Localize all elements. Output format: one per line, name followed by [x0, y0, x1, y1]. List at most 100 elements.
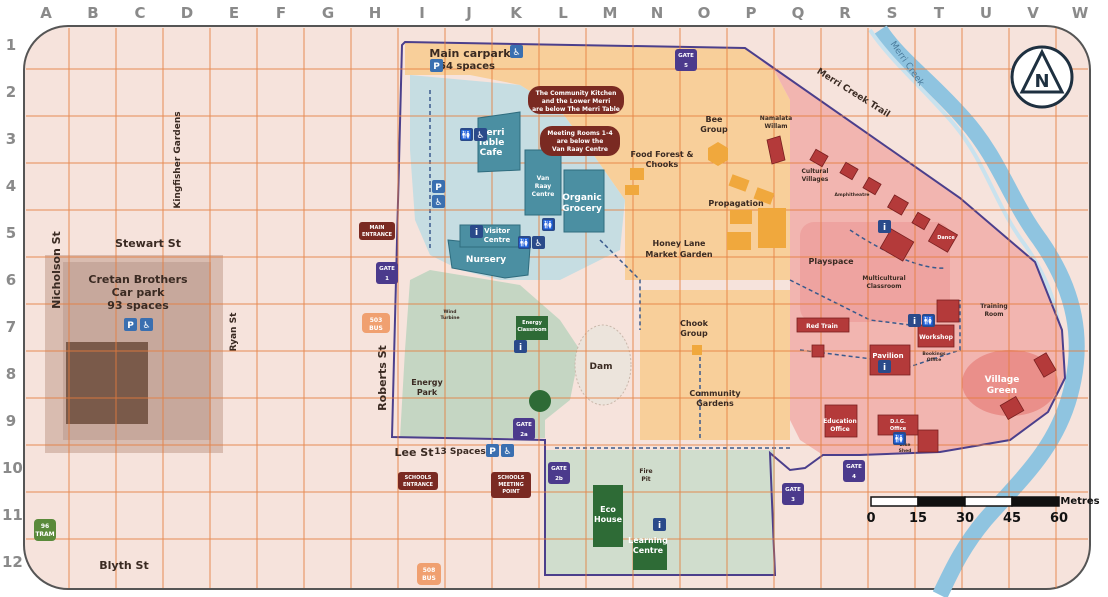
chook-group-label: Chook	[680, 319, 709, 328]
scale-tick-label: 45	[1003, 511, 1021, 526]
accessible-icon	[474, 128, 487, 141]
cultural-villages-label: Cultural	[802, 168, 829, 175]
dance-building	[927, 223, 959, 253]
schools-meeting-label: POINT	[502, 489, 520, 495]
energy-park-label: Park	[417, 388, 438, 397]
red-train-label: Red Train	[806, 323, 838, 330]
north-compass: N	[1010, 45, 1074, 109]
main-entrance-label: MAIN	[370, 225, 385, 231]
main-carpark-label: Main carpark	[429, 47, 511, 60]
red-train-building	[796, 317, 850, 333]
fire-pit-label: Pit	[641, 476, 650, 483]
row-label: 10	[2, 459, 23, 477]
column-label: F	[275, 4, 287, 22]
accessible-icon-glyph: ♿	[434, 198, 442, 208]
info-icon	[878, 220, 891, 233]
note-meeting-text: Van Raay Centre	[552, 146, 608, 153]
organic-grocery-label: Grocery	[562, 204, 602, 214]
dam-area	[574, 324, 632, 406]
energy-classroom-label: Classroom	[517, 327, 546, 333]
street-lee: Lee St	[395, 446, 434, 459]
gate-1-label: GATE	[379, 266, 395, 272]
eco-house-label: House	[594, 515, 623, 524]
row-label: 12	[2, 553, 23, 571]
street-kingfisher: Kingfisher Gardens	[173, 111, 183, 208]
bee-group-label: Group	[700, 125, 728, 134]
note-box-meeting	[540, 126, 620, 156]
orange-zone-north	[405, 42, 790, 280]
merri-table-label: Cafe	[480, 148, 503, 158]
column-label: G	[321, 4, 335, 22]
row-label: 4	[5, 177, 17, 195]
dam-label: Dam	[590, 362, 613, 372]
community-gardens-label: Community	[689, 389, 741, 398]
accessible-icon	[140, 318, 153, 331]
organic-grocery-building	[563, 169, 605, 233]
info-icon	[878, 360, 891, 373]
workshop-label: Workshop	[919, 334, 953, 341]
scale-unit-label: Metres	[1060, 496, 1099, 507]
parking-icon	[430, 59, 443, 72]
scale-tick-label: 0	[866, 511, 875, 526]
gate-1-box	[376, 262, 398, 284]
merri-table-label: Table	[478, 138, 505, 148]
toilet-icon-glyph: 🚻	[923, 315, 934, 327]
energy-classroom-building	[516, 316, 548, 340]
training-room-label: Room	[984, 311, 1003, 318]
training-room-building	[936, 299, 960, 323]
row-label: 8	[5, 365, 17, 383]
eco-house-label: Eco	[600, 505, 616, 514]
red-buildings	[766, 135, 1057, 453]
education-office-label: Office	[830, 426, 849, 433]
column-label: W	[1071, 4, 1089, 22]
toilet-icon	[518, 236, 531, 249]
scale-tick-label: 15	[909, 511, 927, 526]
teal-buildings	[447, 111, 605, 279]
learning-centre-label: Centre	[633, 546, 664, 555]
toilet-icon-glyph: 🚻	[894, 433, 905, 445]
north-letter: N	[1034, 71, 1049, 92]
gate-5-label: 5	[684, 63, 688, 69]
playspace-label: Playspace	[808, 257, 854, 266]
bookings-office-label: Bookings	[922, 351, 946, 357]
schools-entrance-label: SCHOOLS	[405, 475, 432, 481]
education-office-building	[824, 404, 858, 438]
note-kitchen-text: and the Lower Merri	[542, 98, 611, 105]
bookings-office-label: Office	[927, 357, 942, 363]
namalata-label: Willam	[764, 123, 787, 130]
energy-park-label: Energy	[411, 378, 443, 387]
gate-5-label: GATE	[678, 53, 694, 59]
gate-4-label: GATE	[846, 464, 862, 470]
toilet-icon	[893, 432, 906, 445]
gate-2b-box	[548, 462, 570, 484]
farm-boundary	[390, 40, 1067, 576]
row-label: 2	[5, 83, 17, 101]
gate-1-label: 1	[385, 276, 389, 282]
gate-3-label: GATE	[785, 487, 801, 493]
column-label: B	[87, 4, 99, 22]
bike-shed-label: Bike	[900, 442, 911, 448]
bike-shed-label: Shed	[899, 448, 912, 454]
green-buildings	[516, 316, 667, 570]
street-blyth: Blyth St	[99, 559, 148, 572]
accessible-icon	[532, 236, 545, 249]
van-raay-label: Van	[537, 175, 550, 182]
info-icon	[470, 225, 483, 238]
wind-turbine-label: Turbine	[440, 315, 459, 321]
orange-buildings	[625, 142, 786, 355]
nursery-label: Nursery	[466, 255, 506, 265]
bus-508-box	[417, 563, 441, 585]
van-raay-label: Centre	[532, 191, 555, 198]
merri-creek	[873, 25, 1085, 597]
learning-centre-label: Learning	[628, 536, 668, 545]
gate-4-label: 4	[852, 474, 856, 480]
street-ryan: Ryan St	[229, 312, 239, 351]
street-nicholson: Nicholson St	[50, 231, 63, 309]
organic-grocery-label: Organic	[562, 193, 601, 203]
van-raay-building	[524, 149, 562, 216]
info-icon-glyph: i	[658, 521, 661, 531]
row-label: 3	[5, 130, 17, 148]
visitor-centre-label: Centre	[484, 236, 511, 244]
main-entrance-label: ENTRANCE	[362, 232, 393, 238]
